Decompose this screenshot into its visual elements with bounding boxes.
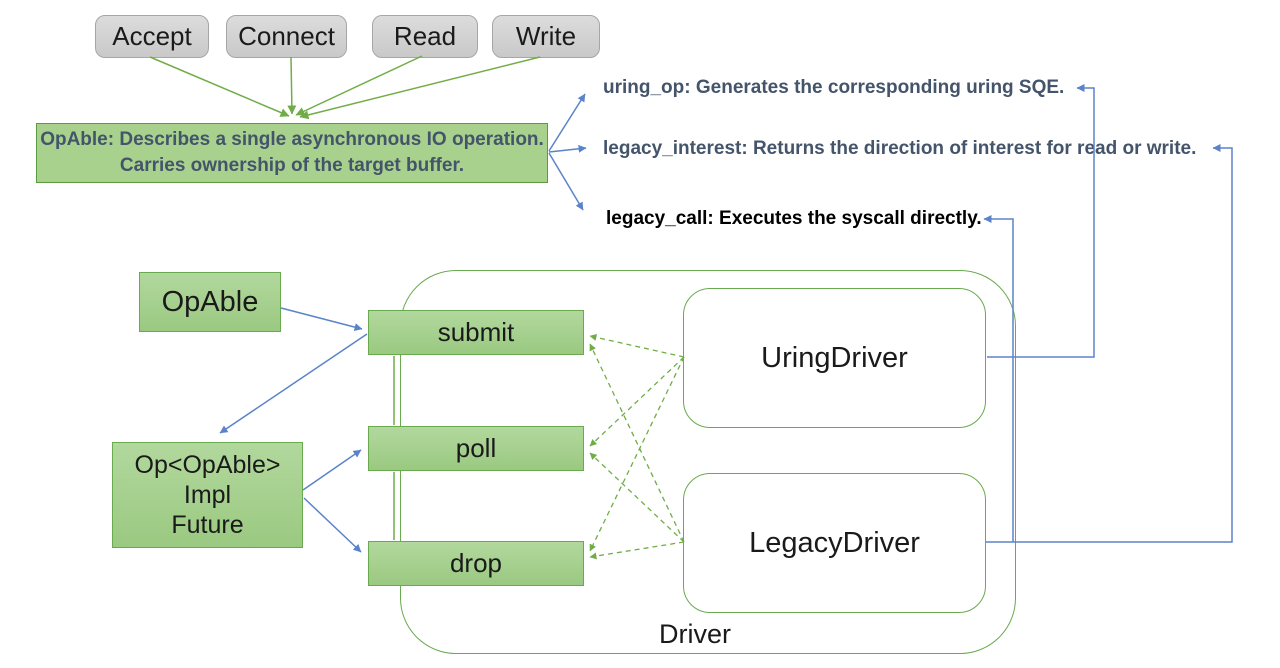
method-drop-label: drop bbox=[449, 548, 503, 578]
op-button-read-label: Read bbox=[393, 21, 457, 51]
note-to-annotation-arrows bbox=[548, 93, 587, 211]
annotation-legacy-call: legacy_call: Executes the syscall direct… bbox=[606, 208, 982, 229]
method-poll-label: poll bbox=[455, 433, 497, 463]
annotation-legacy-interest: legacy_interest: Returns the direction o… bbox=[603, 138, 1197, 159]
method-box-drop: drop bbox=[368, 541, 584, 586]
op-button-read: Read bbox=[372, 15, 478, 58]
op-button-write: Write bbox=[492, 15, 600, 58]
op-button-connect-label: Connect bbox=[238, 21, 335, 51]
uring-driver-label: UringDriver bbox=[761, 341, 908, 374]
op-impl-line1: Op<OpAble> bbox=[134, 451, 281, 479]
op-impl-box: Op<OpAble> Impl Future bbox=[112, 442, 303, 548]
uring-driver-box: UringDriver bbox=[683, 288, 986, 428]
method-submit-label: submit bbox=[437, 317, 515, 347]
op-button-accept: Accept bbox=[95, 15, 209, 58]
opable-box: OpAble bbox=[139, 272, 281, 332]
method-box-poll: poll bbox=[368, 426, 584, 471]
opable-box-label: OpAble bbox=[161, 285, 259, 318]
opable-description-line1: OpAble: Describes a single asynchronous … bbox=[40, 129, 544, 151]
op-impl-line3: Future bbox=[171, 511, 244, 539]
legacy-driver-box: LegacyDriver bbox=[683, 473, 986, 613]
annotation-uring-op: uring_op: Generates the corresponding ur… bbox=[603, 77, 1065, 98]
op-impl-line2: Impl bbox=[183, 481, 232, 509]
opable-description-box: OpAble: Describes a single asynchronous … bbox=[36, 123, 548, 183]
driver-container-label: Driver bbox=[659, 618, 731, 649]
op-button-write-label: Write bbox=[515, 21, 577, 51]
ops-to-opable-fan-lines bbox=[149, 55, 541, 120]
opable-description-line2: Carries ownership of the target buffer. bbox=[119, 155, 465, 176]
legacy-driver-label: LegacyDriver bbox=[749, 526, 920, 559]
op-button-accept-label: Accept bbox=[112, 21, 192, 51]
method-box-submit: submit bbox=[368, 310, 584, 355]
op-button-connect: Connect bbox=[226, 15, 347, 58]
